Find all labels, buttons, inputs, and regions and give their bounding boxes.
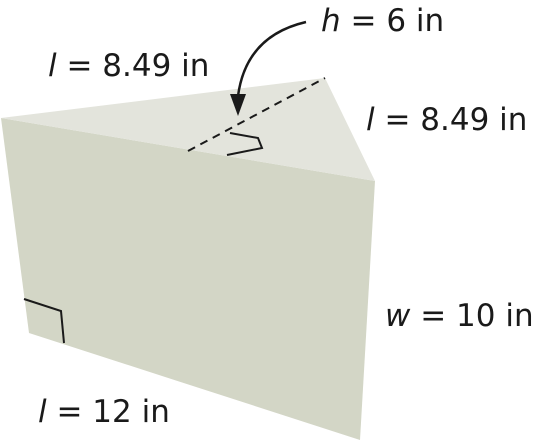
label-top-right-length: l = 8.49 in bbox=[366, 102, 527, 138]
label-top-right-value: = 8.49 in bbox=[375, 102, 528, 138]
label-width: w = 10 in bbox=[385, 298, 534, 334]
label-height-var: h bbox=[321, 3, 341, 39]
height-right-angle-marker bbox=[226, 132, 264, 156]
prism-front-face bbox=[1, 118, 375, 440]
height-pointer-arrow bbox=[236, 20, 307, 97]
corner-right-angle-marker bbox=[23, 298, 65, 344]
label-top-left-value: = 8.49 in bbox=[57, 48, 210, 84]
label-bottom-var: l bbox=[38, 394, 47, 430]
label-height: h = 6 in bbox=[321, 3, 444, 39]
label-bottom-length: l = 12 in bbox=[38, 394, 170, 430]
prism-top-face bbox=[1, 78, 375, 181]
label-height-value: = 6 in bbox=[341, 3, 445, 39]
label-width-value: = 10 in bbox=[410, 298, 533, 334]
label-bottom-value: = 12 in bbox=[47, 394, 170, 430]
label-top-left-var: l bbox=[48, 48, 57, 84]
label-top-right-var: l bbox=[366, 102, 375, 138]
height-dashed-line bbox=[187, 77, 326, 152]
height-pointer-arrowhead bbox=[230, 94, 246, 116]
label-top-left-length: l = 8.49 in bbox=[48, 48, 209, 84]
label-width-var: w bbox=[385, 298, 411, 334]
